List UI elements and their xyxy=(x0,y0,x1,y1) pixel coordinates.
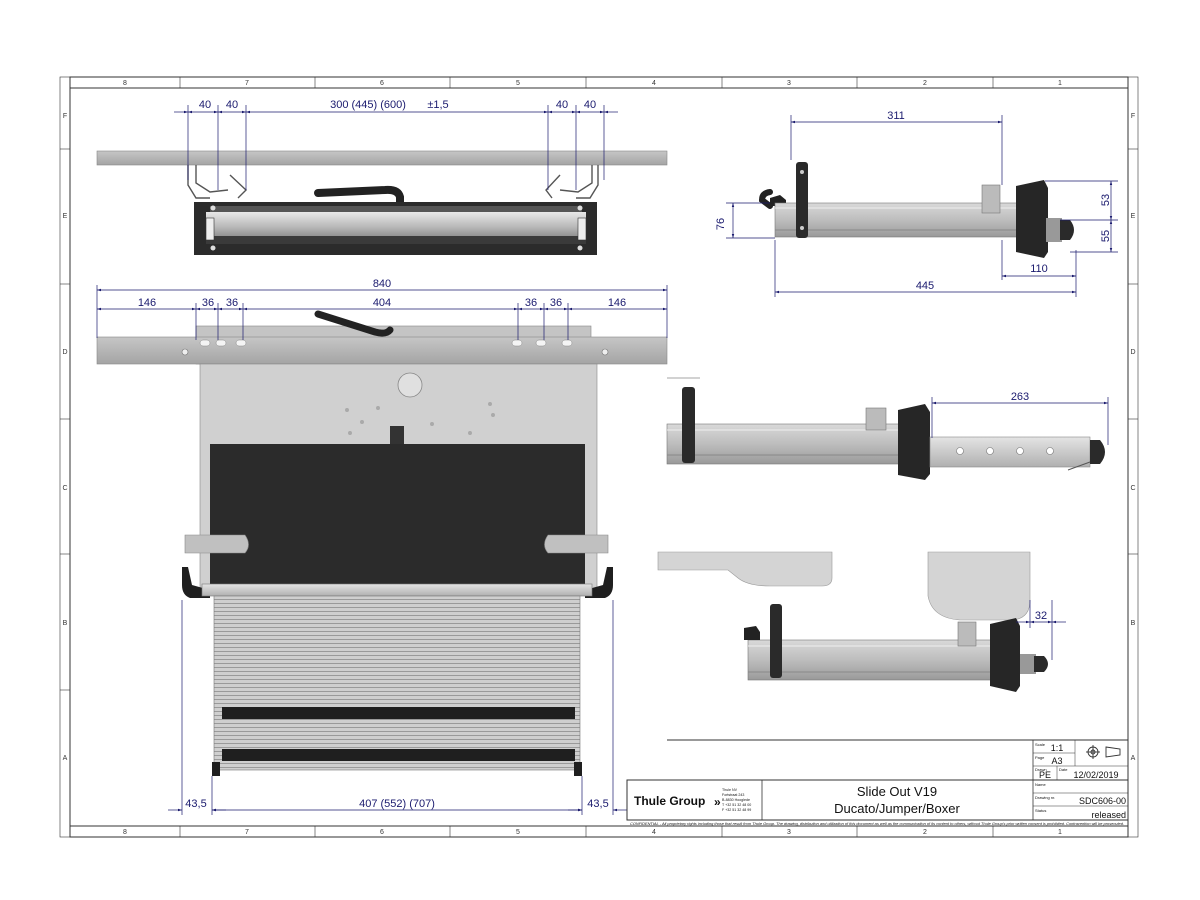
zone-col-5: 5 xyxy=(516,80,520,87)
zone-col-8-bottom: 8 xyxy=(123,829,127,836)
address-line: Thule NV xyxy=(722,788,738,792)
dim-plan-146-right: 146 xyxy=(608,297,626,309)
zone-col-4: 4 xyxy=(652,80,656,87)
zone-col-2-bottom: 2 xyxy=(923,829,927,836)
name-label: Name xyxy=(1035,782,1046,787)
dim-side-76: 76 xyxy=(715,218,727,230)
dim-top-left-40b: 40 xyxy=(226,99,238,111)
scale-label: Scale xyxy=(1035,742,1046,747)
dim-bottom-span: 407 (552) (707) xyxy=(359,798,435,810)
dim-plan-146-left: 146 xyxy=(138,297,156,309)
dim-top-span: 300 (445) (600) xyxy=(330,99,406,111)
dims-side-view xyxy=(726,115,1118,297)
date-label: Date xyxy=(1059,767,1068,772)
zone-col-6: 6 xyxy=(380,80,384,87)
drawing-subtitle: Ducato/Jumper/Boxer xyxy=(834,801,960,816)
logo-chevrons-icon: » xyxy=(714,795,721,809)
dim-bottom-43-5-left: 43,5 xyxy=(185,798,206,810)
zone-row-D-right: D xyxy=(1130,349,1135,356)
dim-plan-36a: 36 xyxy=(202,297,214,309)
zone-row-A: A xyxy=(63,755,68,762)
dim-side-110: 110 xyxy=(1030,263,1048,275)
zone-row-E-right: E xyxy=(1131,213,1136,220)
format-label: Page xyxy=(1035,755,1045,760)
dim-side-53: 53 xyxy=(1100,194,1112,206)
address-line: T +32 51 32 48 00 xyxy=(722,803,751,807)
view-plan xyxy=(96,310,668,776)
dim-side-445: 445 xyxy=(916,280,934,292)
dim-top-tolerance: ±1,5 xyxy=(427,99,448,111)
zone-row-F: F xyxy=(63,113,67,120)
zone-row-A-right: A xyxy=(1131,755,1136,762)
dim-top-left-40a: 40 xyxy=(199,99,211,111)
view-side-with-seat xyxy=(657,551,1048,692)
dim-top-right-40b: 40 xyxy=(584,99,596,111)
drawing-date: 12/02/2019 xyxy=(1073,770,1118,780)
dim-plan-36b: 36 xyxy=(226,297,238,309)
address-line: B-8830 Hooglede xyxy=(722,798,750,802)
dim-side-311: 311 xyxy=(887,110,905,122)
dim-plan-404: 404 xyxy=(373,297,391,309)
zone-row-D: D xyxy=(62,349,67,356)
dims-extended-view xyxy=(931,397,1109,445)
dim-extended-263: 263 xyxy=(1011,391,1029,403)
dim-plan-36c: 36 xyxy=(525,297,537,309)
zone-col-1: 1 xyxy=(1058,80,1062,87)
view-side-extended xyxy=(666,377,1105,480)
zone-col-2: 2 xyxy=(923,80,927,87)
status-label: Status xyxy=(1035,808,1046,813)
format-value: A3 xyxy=(1051,756,1062,766)
zone-row-E: E xyxy=(63,213,68,220)
confidentiality-notice: CONFIDENTIAL - All proprietary rights in… xyxy=(630,822,1124,826)
company-logo: Thule Group xyxy=(634,794,705,808)
zone-col-5-bottom: 5 xyxy=(516,829,520,836)
zone-col-8: 8 xyxy=(123,80,127,87)
dim-side-55: 55 xyxy=(1100,230,1112,242)
zone-col-1-bottom: 1 xyxy=(1058,829,1062,836)
drawn-by: PE xyxy=(1039,770,1051,780)
zone-row-B: B xyxy=(63,620,68,627)
zone-row-B-right: B xyxy=(1131,620,1136,627)
dim-seat-32: 32 xyxy=(1035,610,1047,622)
dim-plan-840: 840 xyxy=(373,278,391,290)
zone-row-F-right: F xyxy=(1131,113,1135,120)
drawing-title: Slide Out V19 xyxy=(857,784,937,799)
drawing-frame: 8 7 6 5 4 3 2 1 8 7 6 5 4 3 2 1 F E D C … xyxy=(59,76,1139,838)
dim-bottom-43-5-right: 43,5 xyxy=(587,798,608,810)
zone-col-3-bottom: 3 xyxy=(787,829,791,836)
zone-col-7-bottom: 7 xyxy=(245,829,249,836)
zone-col-4-bottom: 4 xyxy=(652,829,656,836)
dim-top-right-40a: 40 xyxy=(556,99,568,111)
view-end-top xyxy=(96,150,668,255)
company-address: Thule NV Fortstraat 243 B-8830 Hooglede … xyxy=(722,788,751,812)
view-side-retracted xyxy=(758,162,1074,258)
zone-row-C-right: C xyxy=(1130,485,1135,492)
dims-plan-view xyxy=(96,285,668,815)
title-block xyxy=(626,739,1129,821)
projection-symbol-icon xyxy=(1086,745,1121,759)
address-line: F +32 51 32 48 99 xyxy=(722,808,751,812)
zone-row-C: C xyxy=(62,485,67,492)
address-line: Fortstraat 243 xyxy=(722,793,744,797)
drawn-label: Drawn xyxy=(1035,767,1047,772)
drawing-number: SDC606-00 xyxy=(1079,796,1126,806)
dim-plan-36d: 36 xyxy=(550,297,562,309)
dims-top-view xyxy=(174,105,618,190)
scale-value: 1:1 xyxy=(1051,743,1064,753)
drawing-status: released xyxy=(1091,810,1126,820)
dims-seat-view xyxy=(1016,600,1066,660)
zone-col-7: 7 xyxy=(245,80,249,87)
zone-col-3: 3 xyxy=(787,80,791,87)
zone-col-6-bottom: 6 xyxy=(380,829,384,836)
drawing-number-label: Drawing nr. xyxy=(1035,795,1055,800)
